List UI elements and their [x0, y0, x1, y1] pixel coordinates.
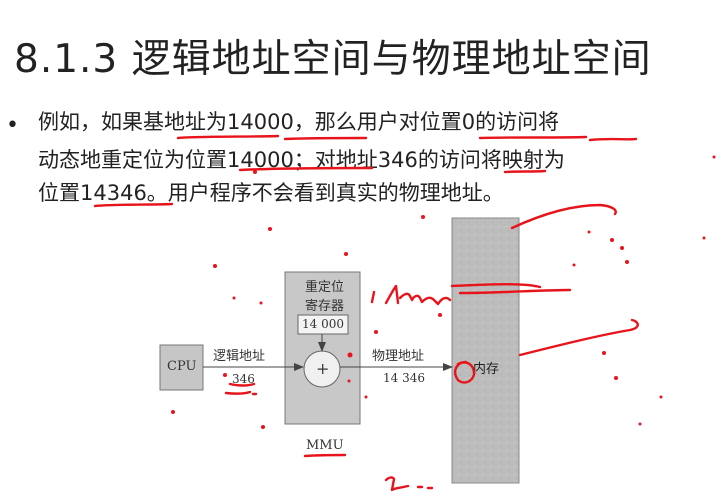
logical-address-label: 逻辑地址 [213, 349, 266, 364]
physical-address-label: 物理地址 [372, 349, 425, 364]
adder-symbol: + [316, 359, 330, 378]
cpu-box [159, 344, 204, 391]
memory-label: 内存 [473, 362, 500, 377]
relocation-register-value: 14 000 [302, 317, 344, 331]
bullet-text-line-3: 位置14346。用户程序不会看到真实的物理地址。 [38, 181, 504, 205]
logical-address-value: 346 [232, 372, 255, 386]
mmu-label: MMU [306, 438, 344, 453]
relocation-register-box [297, 314, 349, 335]
relocation-register-label-2: 寄存器 [305, 299, 345, 314]
relocation-register-label-1: 重定位 [305, 280, 345, 295]
bullet-dot: • [6, 113, 19, 138]
slide-title: 8.1.3 逻辑地址空间与物理地址空间 [14, 37, 652, 82]
bullet-text-line-1: 例如，如果基地址为14000，那么用户对位置0的访问将 [38, 110, 560, 134]
physical-address-value: 14 346 [383, 371, 425, 385]
memory-column [451, 217, 520, 484]
cpu-label: CPU [167, 359, 197, 374]
